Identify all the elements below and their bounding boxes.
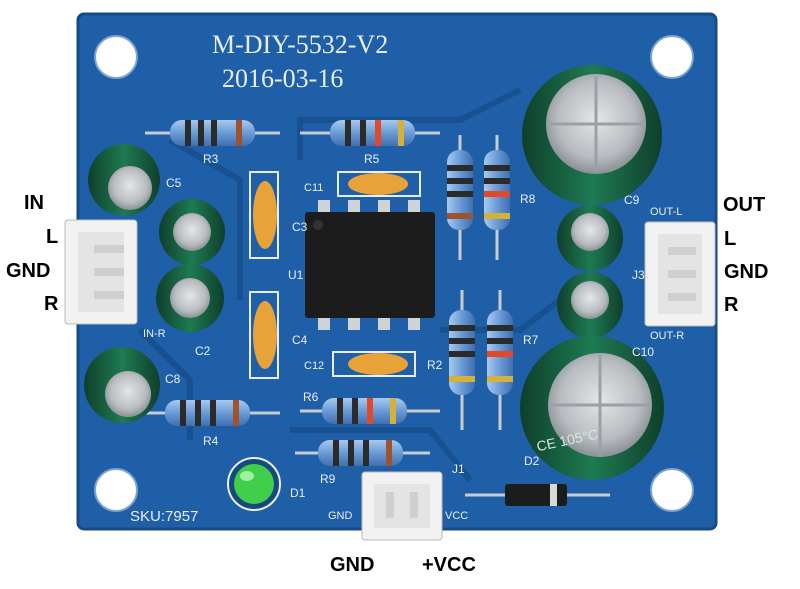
resistor-r7 — [487, 290, 513, 430]
out-r-label: R — [724, 294, 739, 316]
label-c4: C4 — [292, 333, 308, 347]
label-vcc-pin: VCC — [445, 510, 469, 522]
board-date: 2016-03-16 — [222, 64, 344, 93]
in-r-label: R — [44, 293, 59, 315]
label-c10: C10 — [632, 345, 655, 359]
capacitor-c10 — [520, 336, 664, 480]
capacitor-c3 — [249, 171, 279, 259]
label-r9: R9 — [320, 472, 336, 486]
label-r3: R3 — [203, 152, 219, 166]
capacitor-c9 — [522, 65, 662, 205]
label-c2: C2 — [195, 344, 211, 358]
label-gnd-pin: GND — [328, 510, 353, 522]
capacitor-c12 — [332, 351, 416, 377]
capacitor-c5 — [88, 144, 160, 216]
label-r6: R6 — [303, 390, 319, 404]
board-title: M-DIY-5532-V2 — [212, 30, 389, 59]
label-c8: C8 — [165, 372, 181, 386]
mounting-holes — [94, 35, 694, 512]
label-d2: D2 — [524, 454, 540, 468]
resistor-r4 — [145, 400, 280, 426]
resistor-r6 — [300, 398, 440, 424]
capacitor-c4 — [249, 291, 279, 379]
label-c12: C12 — [304, 360, 325, 372]
capacitor-c8 — [84, 347, 160, 423]
label-in-r: IN-R — [143, 328, 166, 340]
label-r4: R4 — [203, 434, 219, 448]
output-connector — [644, 221, 716, 327]
power-gnd-label: GND — [330, 554, 375, 576]
label-out-r: OUT-R — [650, 330, 685, 342]
label-r2: R2 — [427, 358, 443, 372]
capacitor-c7 — [557, 205, 623, 271]
out-header-label: OUT — [723, 194, 766, 216]
resistor-r8 — [484, 135, 510, 260]
resistor-r3 — [145, 120, 280, 146]
label-u1: U1 — [288, 268, 304, 282]
label-j1: J1 — [452, 462, 465, 476]
power-vcc-label: +VCC — [422, 554, 476, 576]
label-j3: J3 — [632, 268, 645, 282]
led-d1 — [227, 457, 281, 511]
in-l-label: L — [46, 226, 59, 248]
power-connector — [361, 471, 443, 541]
label-c11: C11 — [304, 182, 324, 194]
resistor-r2-lower — [449, 290, 475, 430]
capacitor-c6 — [557, 272, 623, 338]
input-connector — [64, 219, 138, 325]
label-r8: R8 — [520, 192, 536, 206]
label-c3: C3 — [292, 220, 308, 234]
in-gnd-label: GND — [6, 260, 51, 282]
capacitor-c2 — [156, 264, 224, 332]
label-d1: D1 — [290, 486, 306, 500]
label-r7: R7 — [523, 333, 539, 347]
capacitor-c1 — [159, 199, 225, 265]
label-c9: C9 — [624, 193, 640, 207]
ic-u1 — [305, 200, 435, 330]
board-sku: SKU:7957 — [130, 508, 199, 525]
label-r5: R5 — [364, 152, 380, 166]
resistor-r9 — [295, 440, 430, 466]
diode-d2 — [465, 484, 610, 506]
capacitor-c11 — [337, 171, 421, 197]
label-c5: C5 — [166, 176, 182, 190]
out-l-label: L — [724, 228, 737, 250]
in-header-label: IN — [24, 192, 44, 214]
out-gnd-label: GND — [724, 261, 769, 283]
resistor-r5 — [300, 120, 440, 146]
resistor-r2-upper — [447, 135, 473, 260]
label-out-l: OUT-L — [650, 206, 683, 218]
